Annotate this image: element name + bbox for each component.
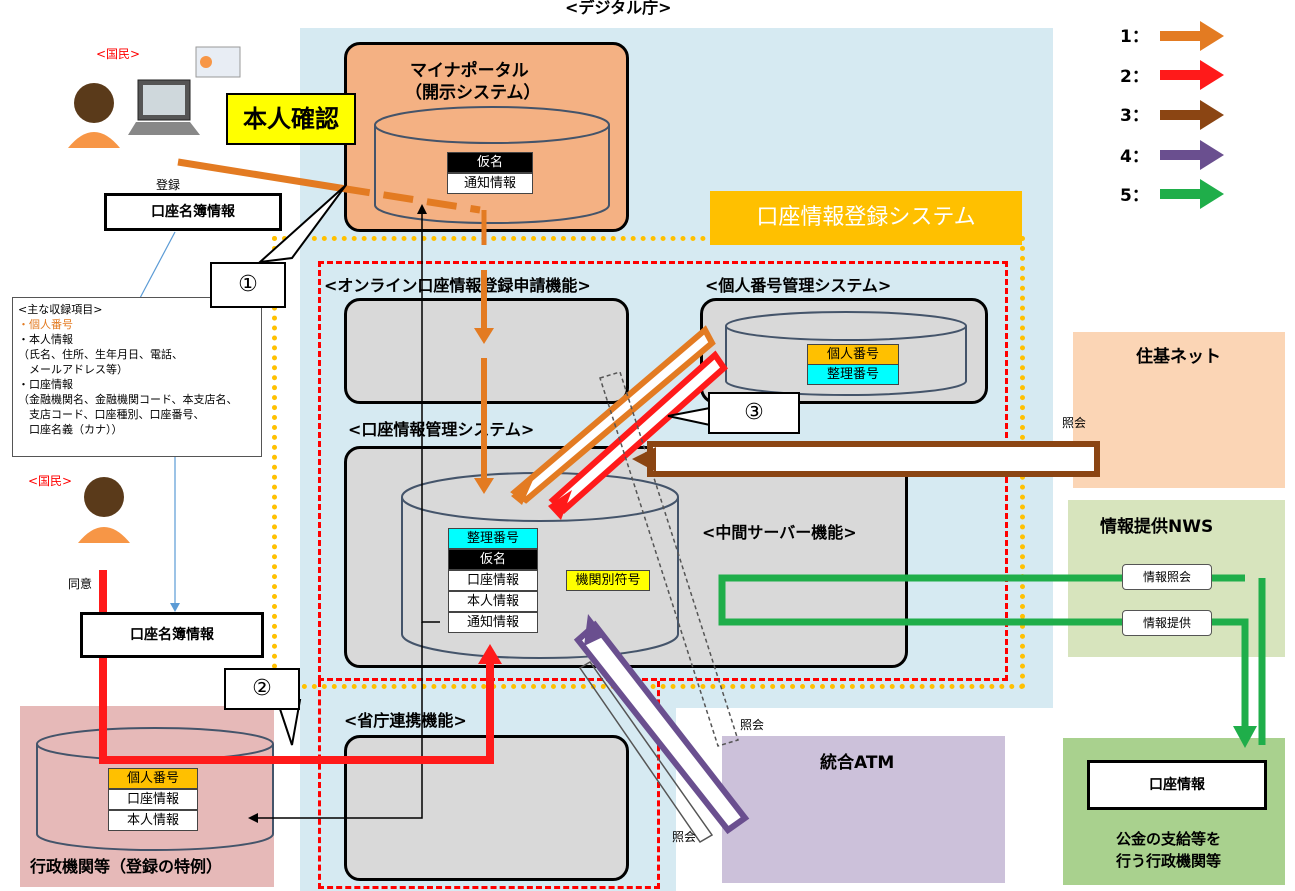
gyosei-field-honnin: 本人情報	[108, 810, 198, 831]
kanri-field-koza: 口座情報	[448, 570, 538, 591]
legend-1: 1：	[1120, 27, 1149, 47]
nws-title: 情報提供NWS	[1100, 517, 1214, 537]
legend-arrows	[1160, 21, 1224, 209]
gyosei-title: 行政機関等（登録の特例）	[30, 857, 223, 876]
citizen2-action: 同意	[68, 577, 93, 591]
myna-field-tsuchi: 通知情報	[447, 173, 533, 194]
shocho-title: <省庁連携機能>	[344, 711, 467, 730]
online-function-title: <オンライン口座情報登録申請機能>	[324, 276, 591, 295]
atm-query-label-1: 照会	[740, 718, 765, 732]
legend-3: 3：	[1120, 106, 1149, 126]
callout-2: ②	[224, 668, 300, 710]
citizen1-icon	[68, 83, 120, 148]
koza-meibo-box-1: 口座名簿情報	[104, 193, 282, 231]
note-line-8: 口座名義（カナ））	[18, 423, 123, 436]
koza-info-box: 口座情報	[1087, 760, 1267, 810]
atm-region	[722, 736, 1005, 883]
legend-4: 4：	[1120, 147, 1149, 167]
kanri-field-seiri: 整理番号	[448, 528, 538, 549]
middle-server-label: <中間サーバー機能>	[702, 523, 857, 542]
legend-5: 5：	[1120, 186, 1149, 206]
gyosei-field-koza: 口座情報	[108, 789, 198, 810]
identity-check-label: 本人確認	[226, 93, 356, 145]
myna-portal-title: マイナポータル	[410, 61, 529, 81]
jyuki-query-label: 照会	[1062, 416, 1087, 430]
public-agency-label-l1: 公金の支給等を	[1116, 830, 1222, 848]
note-line-1: ・個人番号	[18, 318, 73, 331]
note-line-3: （氏名、住所、生年月日、電話、	[18, 348, 183, 361]
note-line-7: 支店コード、口座種別、口座番号、	[18, 408, 205, 421]
citizen1-label: <国民>	[96, 47, 141, 61]
agency-header: <デジタル庁>	[565, 0, 672, 17]
laptop-icon	[128, 79, 200, 135]
jyuki-net-region	[1073, 332, 1285, 488]
myna-portal-subtitle: （開示システム）	[405, 83, 541, 103]
gyosei-field-number: 個人番号	[108, 768, 198, 789]
shocho-dashed-boundary	[318, 681, 660, 889]
koza-system-title: 口座情報登録システム	[710, 191, 1022, 245]
callout-1: ①	[210, 262, 286, 308]
nws-provide-label: 情報提供	[1122, 610, 1212, 636]
koza-meibo-box-2: 口座名簿情報	[80, 612, 264, 658]
callout-3: ③	[708, 392, 800, 434]
citizen2-label: <国民>	[28, 474, 73, 488]
nws-query-label: 情報照会	[1122, 564, 1212, 590]
citizen2-icon	[78, 477, 130, 543]
myna-field-kamei: 仮名	[447, 152, 533, 173]
note-line-4: メールアドレス等）	[18, 363, 128, 376]
kikan-code-label: 機関別符号	[566, 570, 650, 591]
legend-2: 2：	[1120, 67, 1149, 87]
atm-query-label-2: 照会	[672, 830, 697, 844]
kanri-field-honnin: 本人情報	[448, 591, 538, 612]
note-line-0: <主な収録項目>	[18, 303, 103, 316]
public-agency-label-l2: 行う行政機関等	[1116, 852, 1222, 870]
atm-title: 統合ATM	[820, 753, 895, 773]
note-line-5: ・口座情報	[18, 378, 73, 391]
notes-box: <主な収録項目> ・個人番号 ・本人情報 （氏名、住所、生年月日、電話、 メール…	[12, 297, 262, 457]
jyuki-net-title: 住基ネット	[1136, 347, 1221, 367]
kanri-db-cylinder	[401, 472, 679, 659]
kojin-field-number: 個人番号	[807, 344, 899, 365]
kanri-field-tsuchi: 通知情報	[448, 612, 538, 633]
note-line-6: （金融機関名、金融機関コード、本支店名、	[18, 393, 238, 406]
note-line-2: ・本人情報	[18, 333, 73, 346]
kanri-field-kamei: 仮名	[448, 549, 538, 570]
id-card-icon	[195, 46, 241, 78]
kanri-system-title: <口座情報管理システム>	[348, 420, 535, 439]
citizen1-action: 登録	[156, 178, 181, 192]
kojin-system-title: <個人番号管理システム>	[705, 276, 892, 295]
kojin-field-seiri: 整理番号	[807, 364, 899, 385]
